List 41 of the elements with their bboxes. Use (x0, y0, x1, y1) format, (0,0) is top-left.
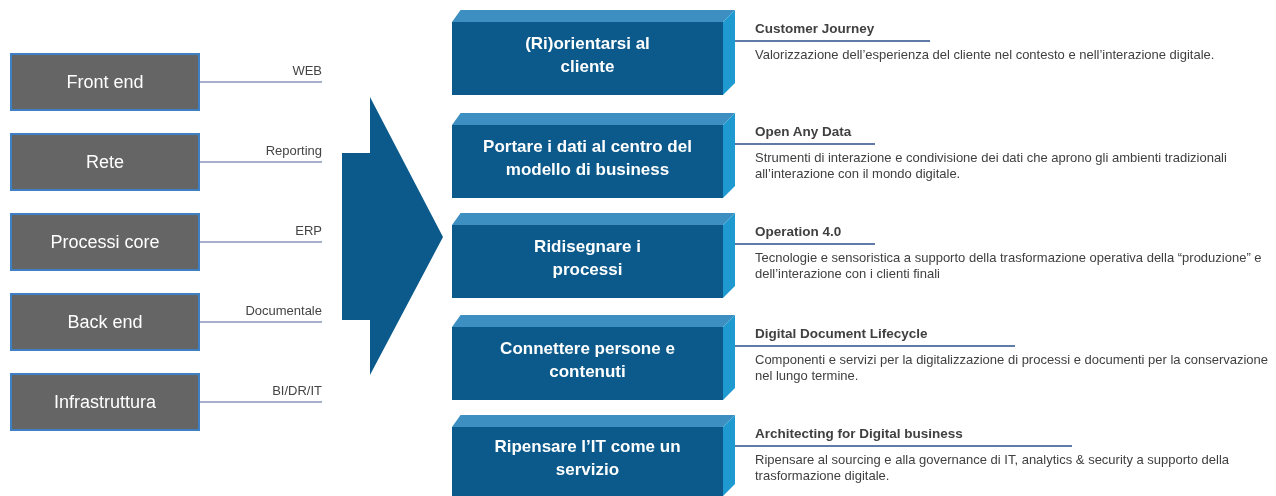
edge-label: WEB (292, 63, 322, 78)
edge-label: Documentale (245, 303, 322, 318)
3d-block (452, 10, 735, 95)
block-title: Ripensare l’IT come un servizio (493, 436, 682, 481)
connector-line (734, 143, 876, 145)
edge-label: ERP (295, 223, 322, 238)
category-box: Rete (10, 133, 200, 191)
3d-block (452, 113, 735, 198)
block-arrow-shape (342, 97, 443, 375)
edge-label: Reporting (265, 143, 322, 158)
section-description: Ripensare al sourcing e alla governance di IT, analytics & security a supporto della trasformazione digitale. (755, 452, 1231, 485)
category-box: Front end (10, 53, 200, 111)
section-heading: Architecting for Digital business (755, 426, 963, 441)
3d-block (452, 315, 735, 400)
section-description: Strumenti di interazione e condivisione dei dati che aprono gli ambienti tradizionali all’interazione con il mondo digitale. (755, 150, 1228, 183)
edge-label: BI/DR/IT (272, 383, 322, 398)
section-heading: Digital Document Lifecycle (755, 326, 928, 341)
connector-line (734, 445, 1073, 447)
block-title: (Ri)orientarsi al cliente (524, 33, 651, 78)
connector-line (199, 321, 323, 323)
3d-block (452, 213, 735, 298)
connector-line (199, 81, 323, 83)
block-title: Portare i dati al centro del modello di business (482, 136, 693, 181)
connector-line (199, 241, 323, 243)
block-title: Connettere persone e contenuti (499, 338, 676, 383)
section-description: Tecnologie e sensoristica a supporto della trasformazione operativa della “produzione” e dell’interazione con i clienti finali (755, 250, 1263, 283)
section-heading: Open Any Data (755, 124, 852, 139)
category-box: Processi core (10, 213, 200, 271)
category-box: Back end (10, 293, 200, 351)
section-description: Valorizzazione dell’esperienza del cliente nel contesto e nell’interazione digitale. (755, 47, 1216, 64)
category-box: Infrastruttura (10, 373, 200, 431)
section-description: Componenti e servizi per la digitalizzazione di processi e documenti per la conservazione nel lungo termine. (755, 352, 1270, 385)
connector-line (199, 161, 323, 163)
connector-line (734, 243, 876, 245)
connector-line (199, 401, 323, 403)
block-title: Ridisegnare i processi (533, 236, 642, 281)
3d-block (452, 415, 735, 496)
section-heading: Operation 4.0 (755, 224, 842, 239)
connector-line (734, 345, 1016, 347)
section-heading: Customer Journey (755, 21, 875, 36)
connector-line (734, 40, 931, 42)
